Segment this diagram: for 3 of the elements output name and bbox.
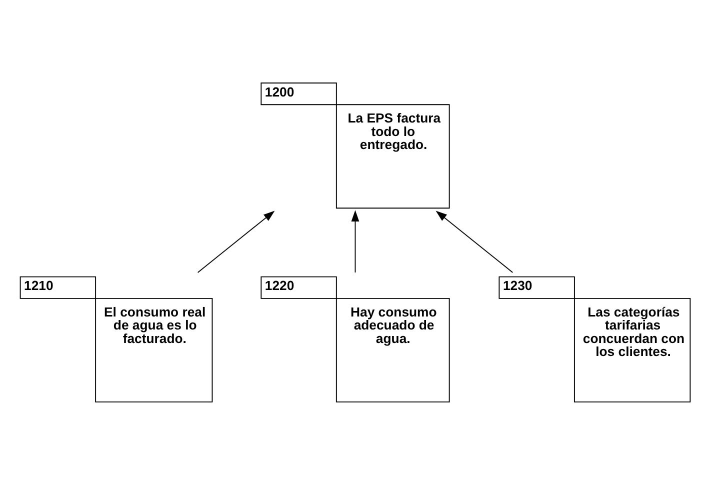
arrow <box>197 210 275 273</box>
arrow <box>436 210 514 273</box>
arrow <box>351 210 360 273</box>
